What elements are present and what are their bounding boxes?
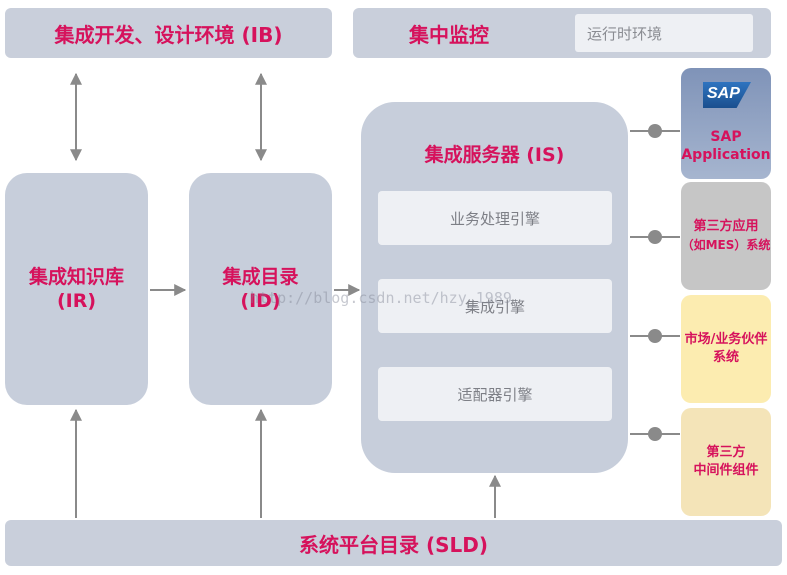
ir-abbr: (IR): [56, 290, 97, 312]
middleware-line2: 中间件组件: [693, 463, 759, 478]
sap-logo: SAP: [703, 82, 751, 108]
side-node-partner: [648, 329, 662, 343]
runtime-env-box: 运行时环境: [575, 14, 753, 52]
id-abbr: (ID): [240, 290, 281, 312]
third-party-line1: 第三方应用: [693, 219, 759, 234]
watermark: http://blog.csdn.net/hzy_1989: [250, 289, 512, 307]
side-node-third-party: [648, 230, 662, 244]
integration-engine-label: 集成引擎: [464, 297, 525, 316]
adapter-engine: 适配器引擎: [378, 367, 612, 421]
adapter-engine-label: 适配器引擎: [457, 385, 533, 404]
side-node-sap: [648, 124, 662, 138]
monitor-label: 集中监控: [409, 22, 489, 47]
ib-label: 集成开发、设计环境 (IB): [54, 22, 283, 47]
side-node-middleware: [648, 427, 662, 441]
sld-panel: 系统平台目录 (SLD): [5, 520, 782, 566]
middleware-box: 第三方 中间件组件: [681, 408, 771, 516]
partner-line2: 系统: [712, 350, 739, 365]
integration-engine: 集成引擎: [378, 279, 612, 333]
runtime-env-label: 运行时环境: [587, 24, 663, 43]
id-title: 集成目录: [222, 266, 299, 288]
is-title: 集成服务器 (IS): [424, 144, 565, 166]
is-panel: 集成服务器 (IS) 业务处理引擎 集成引擎 适配器引擎: [361, 102, 628, 473]
sap-label-line2: Application: [681, 146, 771, 163]
ir-panel: 集成知识库 (IR): [5, 173, 148, 405]
business-process-engine-label: 业务处理引擎: [449, 209, 540, 228]
sap-label-line1: SAP: [710, 128, 742, 145]
sap-logo-text: SAP: [707, 85, 740, 102]
monitor-panel: 集中监控 运行时环境: [353, 8, 771, 58]
sld-label: 系统平台目录 (SLD): [299, 532, 488, 557]
business-process-engine: 业务处理引擎: [378, 191, 612, 245]
third-party-app-box: 第三方应用 （如MES）系统: [681, 182, 771, 290]
partner-system-box: 市场/业务伙伴 系统: [681, 295, 771, 403]
middleware-line1: 第三方: [706, 445, 746, 460]
sap-application-box: SAP SAP Application: [681, 68, 771, 179]
ir-title: 集成知识库: [28, 266, 124, 288]
partner-line1: 市场/业务伙伴: [684, 332, 768, 347]
id-panel: 集成目录 (ID): [189, 173, 332, 405]
third-party-line2: （如MES）系统: [681, 238, 771, 252]
ib-panel: 集成开发、设计环境 (IB): [5, 8, 332, 58]
